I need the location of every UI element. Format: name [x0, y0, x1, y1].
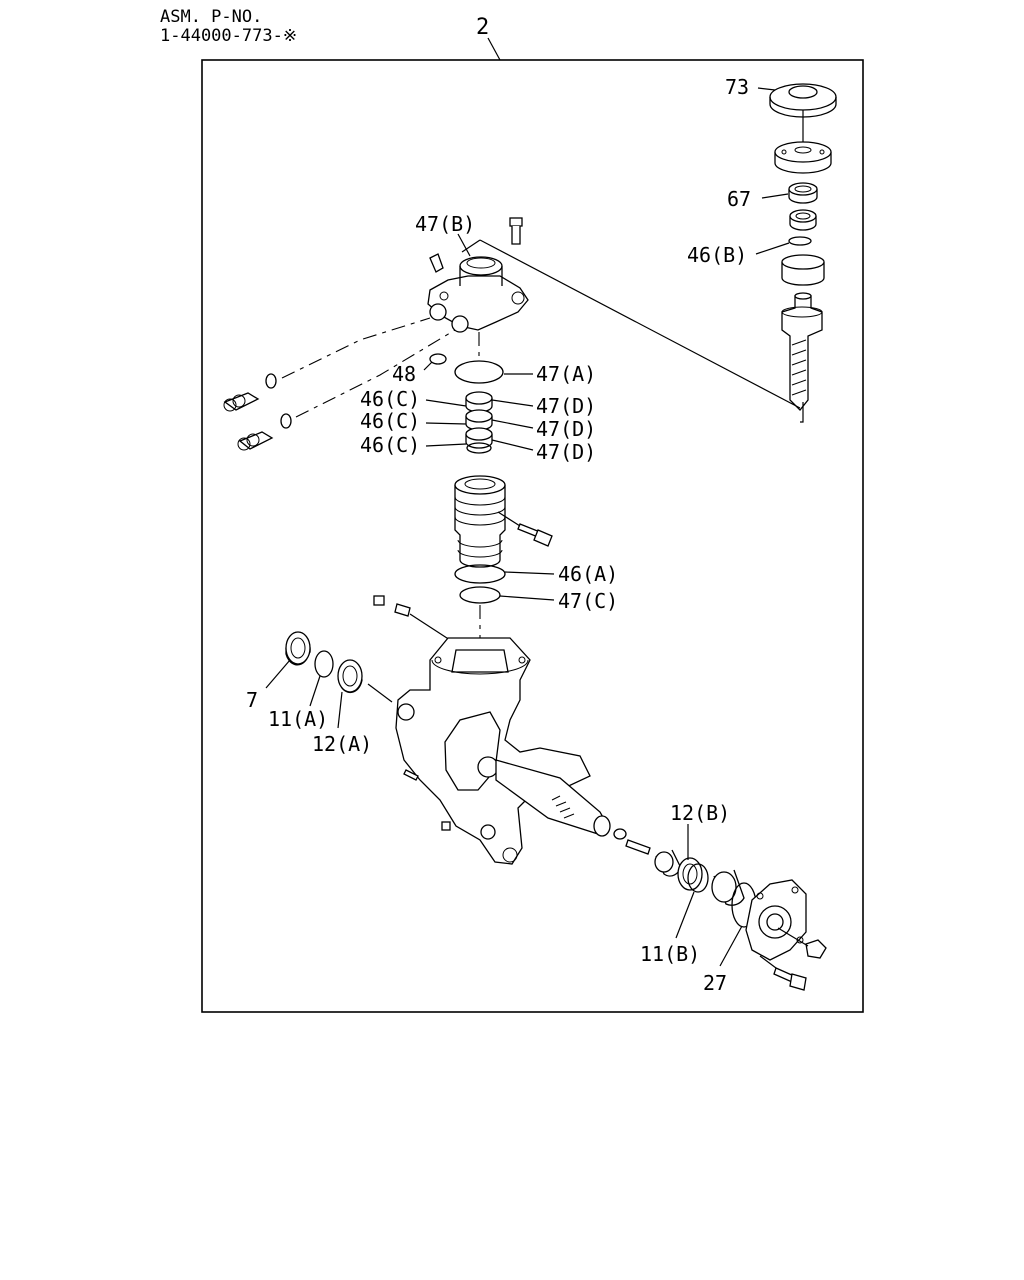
callout-11a: 11(A): [268, 707, 328, 731]
washer-upper-fitting: [265, 373, 277, 389]
housing-shaft-leader: [479, 239, 801, 409]
control-valve-sleeve: [454, 475, 506, 568]
plug-fitting: [373, 595, 451, 641]
leader-47b: [457, 233, 471, 257]
sleeve-ring: [781, 254, 825, 286]
leader-67: [761, 193, 789, 199]
callout-47d-3: 47(D): [536, 440, 596, 464]
fitting-lower: [237, 431, 274, 451]
part-12b-seal: [677, 857, 703, 891]
bleeder-screw: [429, 253, 444, 273]
part-11a-ring: [314, 650, 334, 678]
callout-46b: 46(B): [687, 243, 747, 267]
callout-47d-1: 47(D): [536, 394, 596, 418]
gear-housing: [395, 637, 591, 865]
seal-ring-stack: [465, 391, 493, 454]
valve-housing: [427, 256, 529, 333]
seal-12a-to-housing: [367, 683, 393, 703]
callout-46c-1: 46(C): [360, 387, 420, 411]
bolt-valve-side: [497, 511, 553, 547]
plug-lower: [441, 821, 451, 831]
leader-47d-3: [491, 439, 534, 451]
callout-46c-3: 46(C): [360, 433, 420, 457]
leader-46b: [755, 242, 790, 255]
part-12a-seal: [337, 659, 363, 694]
diagram-frame: [201, 59, 864, 1013]
fitting-lower-axis: [295, 329, 456, 418]
callout-46a: 46(A): [558, 562, 618, 586]
leader-27: [719, 925, 743, 967]
bearing-upper: [789, 209, 817, 231]
callout-67: 67: [727, 187, 751, 211]
leader-73: [757, 87, 776, 91]
bolt-cover: [759, 955, 807, 991]
callout-47d-2: 47(D): [536, 417, 596, 441]
leader-46c-1: [425, 399, 467, 407]
callout-48: 48: [392, 362, 416, 386]
part-48-o-ring: [429, 353, 447, 365]
dust-cover-flange: [774, 141, 832, 174]
side-cover: [745, 879, 807, 961]
part-47a-o-ring: [454, 360, 504, 384]
fitting-upper: [223, 392, 260, 412]
asm-number: 1-44000-773-※: [160, 26, 297, 46]
needle-bearing: [711, 869, 745, 906]
callout-47c: 47(C): [558, 589, 618, 613]
bolt-small-left: [403, 769, 419, 781]
sector-shaft: [495, 759, 611, 837]
leader-47d-2: [491, 419, 534, 429]
callout-12a: 12(A): [312, 732, 372, 756]
leader-47c: [499, 595, 555, 601]
callout-47b: 47(B): [415, 212, 475, 236]
leader-11a: [309, 675, 321, 707]
leader-46a: [504, 571, 555, 575]
bolt-upper-housing: [509, 217, 523, 245]
leader-12a: [337, 691, 343, 729]
bearing-lower: [654, 849, 681, 877]
asm-label: ASM. P-NO.: [160, 7, 262, 27]
callout-73: 73: [725, 75, 749, 99]
shaft-to-housing-leader: [800, 402, 804, 423]
callout-27: 27: [703, 971, 727, 995]
part-67-seal: [788, 182, 818, 204]
assembly-ref-number: 2: [476, 15, 489, 40]
housing-leader-hook: [461, 239, 481, 253]
worm-shaft: [781, 292, 823, 411]
part-46b-o-ring: [788, 236, 812, 246]
callout-12b: 12(B): [670, 801, 730, 825]
part-47c-o-ring: [459, 586, 501, 604]
part-73-washer: [769, 83, 837, 118]
part-11b-ring: [687, 863, 709, 893]
leader-11b: [675, 891, 695, 939]
leader-7: [265, 659, 291, 689]
washer-lower-fitting: [280, 413, 292, 429]
adjusting-screw: [613, 828, 651, 855]
leader-48: [423, 361, 433, 371]
callout-47a: 47(A): [536, 362, 596, 386]
lock-nut: [777, 927, 827, 959]
leader-46c-3: [425, 443, 467, 447]
callout-7: 7: [246, 688, 258, 712]
leader-46c-2: [425, 422, 467, 425]
part-46a-ring: [454, 564, 506, 584]
assembly-ref-leader: [487, 37, 501, 61]
callout-46c-2: 46(C): [360, 409, 420, 433]
leader-47d-1: [491, 399, 534, 407]
callout-11b: 11(B): [640, 942, 700, 966]
